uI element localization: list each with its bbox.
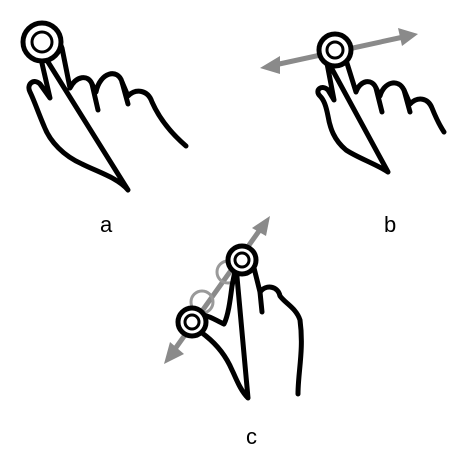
touch-point-inner xyxy=(30,30,54,54)
finger-crease xyxy=(257,289,265,315)
tap-gesture-icon xyxy=(20,20,189,193)
finger-crease xyxy=(373,85,413,115)
finger-crease xyxy=(89,79,131,113)
touch-point-inner xyxy=(233,251,251,269)
touch-point-inner xyxy=(183,313,201,331)
gesture-panel-pinch xyxy=(140,200,340,450)
caption-a: a xyxy=(100,212,113,237)
caption-b: b xyxy=(384,212,397,237)
touch-point-ring-upper xyxy=(225,243,259,277)
touch-point-ring xyxy=(20,20,64,64)
gesture-panel-swipe xyxy=(240,0,465,240)
pinch-zoom-gesture-icon xyxy=(164,216,304,401)
hand-outline xyxy=(26,36,189,193)
caption-c: c xyxy=(246,424,257,449)
touch-point-inner xyxy=(325,40,345,60)
gesture-panel-tap xyxy=(0,0,220,240)
touch-point-ring-lower xyxy=(175,305,209,339)
swipe-gesture-icon xyxy=(260,28,447,175)
touch-point-ring xyxy=(316,31,354,69)
